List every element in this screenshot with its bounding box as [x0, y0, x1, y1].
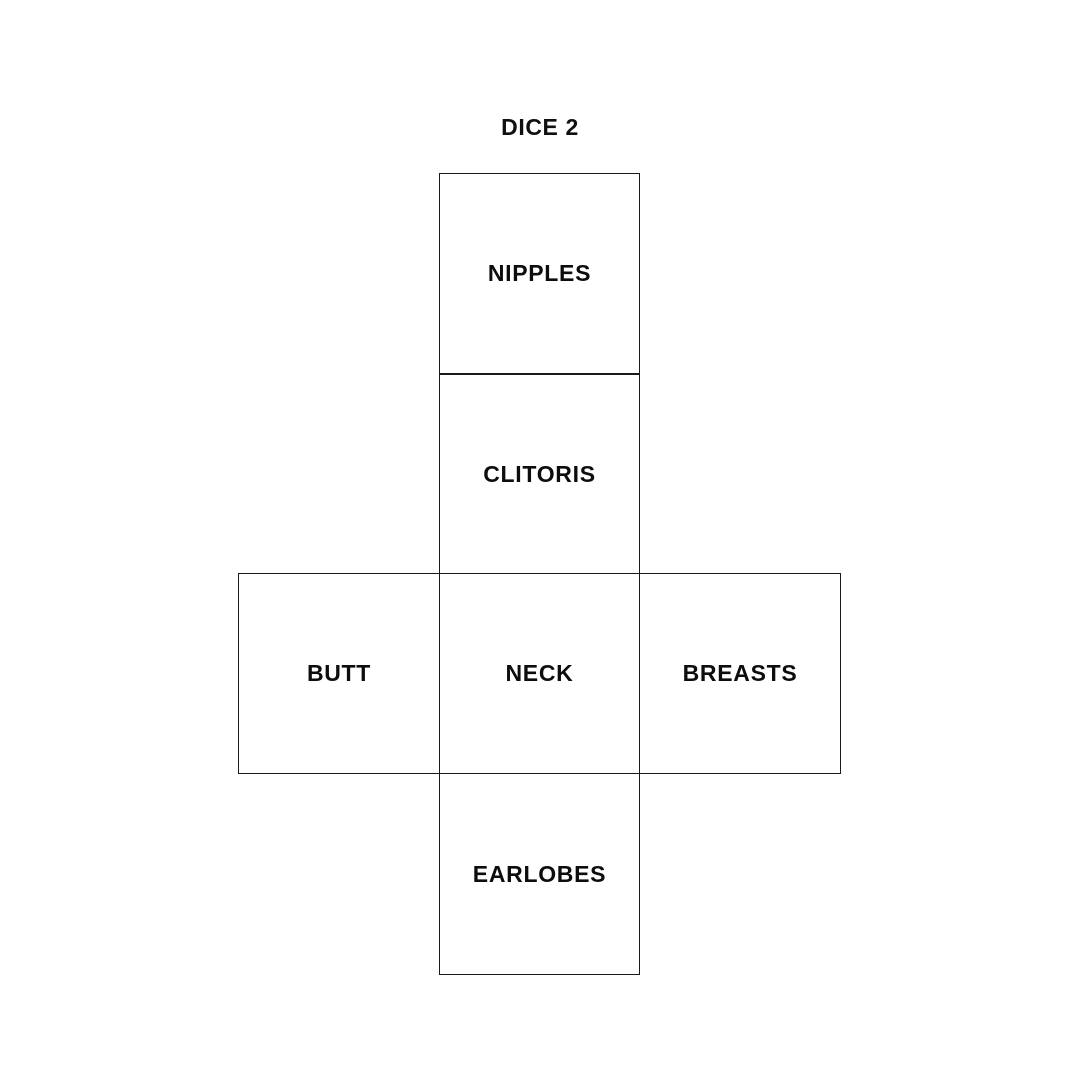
die-face-label: NECK — [505, 660, 574, 686]
die-face-nipples[interactable]: NIPPLES — [439, 173, 640, 374]
die-face-breasts[interactable]: BREASTS — [639, 573, 841, 774]
die-face-label: CLITORIS — [483, 460, 596, 487]
page-title: DICE 2 — [501, 114, 579, 140]
die-face-label: NIPPLES — [487, 260, 592, 286]
die-face-label: BREASTS — [682, 660, 798, 686]
die-face-label: BUTT — [306, 660, 372, 686]
die-face-neck[interactable]: NECK — [439, 573, 640, 774]
die-face-clitoris[interactable]: CLITORIS — [439, 374, 640, 574]
die-face-label: EARLOBES — [472, 860, 607, 887]
die-face-butt[interactable]: BUTT — [238, 573, 440, 774]
die-face-earlobes[interactable]: EARLOBES — [439, 773, 640, 975]
